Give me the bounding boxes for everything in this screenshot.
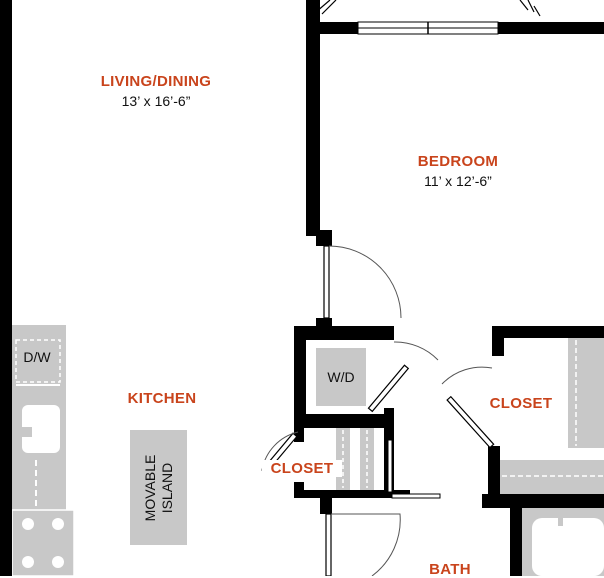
island-label: MOVABLE ISLAND — [130, 430, 187, 545]
hall-closet-shelving — [336, 428, 374, 490]
island-label-line2: ISLAND — [158, 462, 175, 513]
movable-island — [130, 430, 187, 545]
bath-label: BATH — [429, 561, 471, 578]
bedroom-dimensions: 11’ x 12’-6” — [424, 173, 492, 189]
living-dining-dimensions: 13’ x 16’-6” — [121, 93, 191, 109]
kitchen-label: KITCHEN — [127, 390, 197, 407]
bedroom-door — [323, 245, 402, 319]
pocket-door — [387, 439, 441, 499]
hall-closet-label: CLOSET — [262, 460, 342, 477]
island-label-line1: MOVABLE — [141, 454, 158, 521]
window — [357, 21, 499, 35]
bedroom-closet-door — [441, 366, 495, 449]
bay-window — [315, 0, 541, 17]
living-dining-label: LIVING/DINING — [100, 73, 212, 90]
bathtub — [522, 508, 604, 576]
bedroom-closet-label: CLOSET — [489, 395, 553, 412]
cooktop — [11, 509, 75, 576]
washer-dryer — [316, 348, 366, 406]
washer-dryer-label: W/D — [327, 369, 355, 385]
closet-shelving — [500, 338, 604, 494]
bath-door — [325, 513, 401, 576]
bedroom-label: BEDROOM — [417, 153, 499, 170]
dishwasher-label: D/W — [23, 349, 51, 365]
wd-closet-door — [367, 341, 439, 413]
